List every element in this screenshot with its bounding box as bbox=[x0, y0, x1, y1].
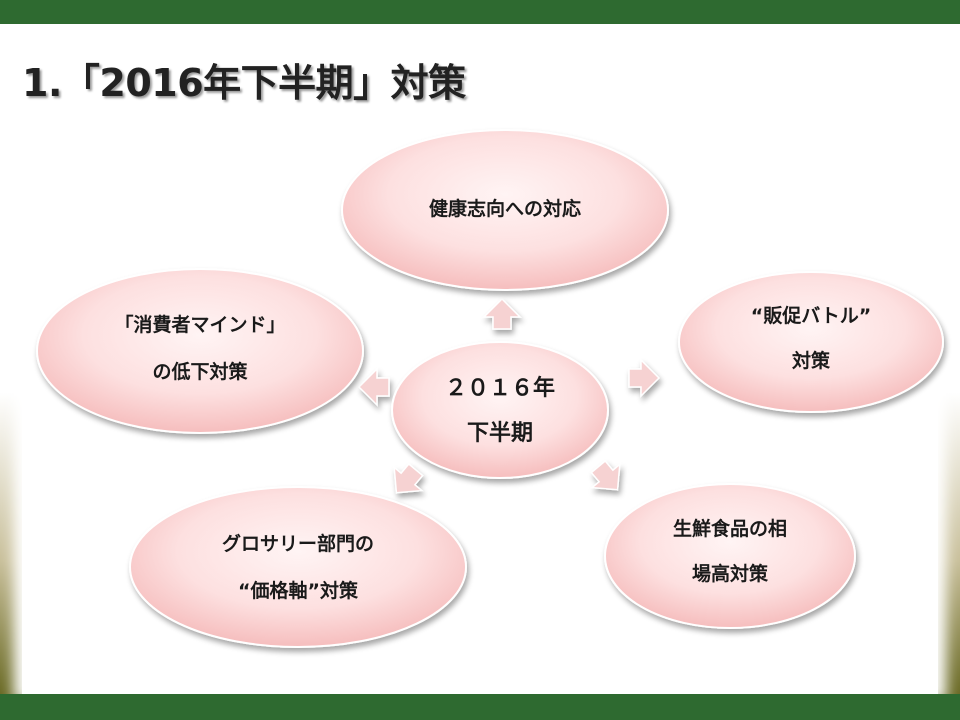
arrow-to-grocery bbox=[381, 457, 431, 506]
arrow-to-promo bbox=[628, 359, 660, 397]
node-promo: “販促バトル” 対策 bbox=[678, 271, 944, 413]
node-fresh-label-line1: 生鮮食品の相 bbox=[673, 517, 787, 540]
node-consumer-label-line1: 「消費者マインド」 bbox=[114, 313, 285, 336]
node-consumer-label-line2: の低下対策 bbox=[152, 360, 248, 383]
center-label-line1: ２０１６年 bbox=[445, 375, 555, 401]
arrow-to-consumer bbox=[358, 368, 390, 406]
node-grocery-label-line2: “価格軸”対策 bbox=[238, 579, 359, 602]
node-grocery: グロサリー部門の “価格軸”対策 bbox=[129, 486, 467, 648]
arrow-to-health bbox=[483, 298, 521, 330]
slide-title: 1.「2016年下半期」対策 bbox=[22, 61, 466, 105]
node-promo-label-line1: “販促バトル” bbox=[751, 304, 872, 327]
arrow-to-fresh bbox=[583, 454, 633, 503]
node-consumer: 「消費者マインド」 の低下対策 bbox=[36, 268, 364, 434]
node-health: 健康志向への対応 bbox=[341, 129, 669, 291]
top-green-bar bbox=[0, 0, 960, 24]
node-health-label: 健康志向への対応 bbox=[429, 197, 581, 220]
node-fresh: 生鮮食品の相 場高対策 bbox=[604, 483, 856, 629]
node-grocery-label-line1: グロサリー部門の bbox=[222, 532, 374, 555]
node-fresh-label-line2: 場高対策 bbox=[692, 562, 769, 585]
center-label-line2: 下半期 bbox=[467, 421, 533, 446]
center-node: ２０１６年 下半期 bbox=[391, 341, 609, 479]
bottom-green-bar bbox=[0, 694, 960, 720]
node-promo-label-line2: 対策 bbox=[791, 349, 831, 372]
